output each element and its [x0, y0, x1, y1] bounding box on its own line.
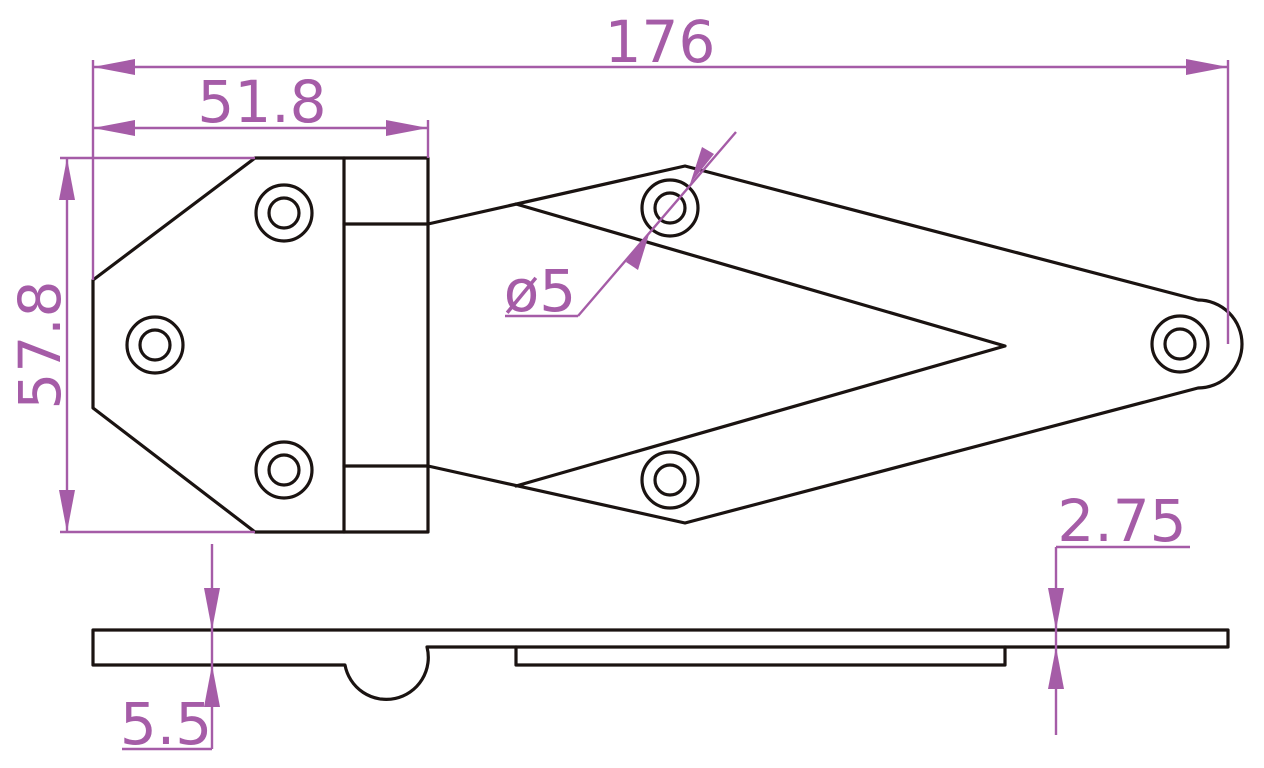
short-leaf-outline	[91, 156, 430, 534]
dim-label-overall-length: 176	[605, 8, 716, 76]
dimensions: 176 51.8 57.8 ø5	[6, 8, 1230, 758]
dimension-thickness-long-leaf: 2.75	[1048, 487, 1190, 735]
dimension-leaf-width: 51.8	[93, 68, 430, 158]
mounting-holes	[125, 178, 1210, 510]
dimension-hole-diameter: ø5	[504, 131, 737, 325]
hole	[125, 315, 185, 375]
dim-label-thickness-long-leaf: 2.75	[1057, 487, 1186, 555]
dim-label-height: 57.8	[6, 280, 74, 409]
dim-label-leaf-width: 51.8	[197, 68, 326, 136]
dim-label-thickness-short-leaf: 5.5	[120, 690, 212, 758]
dim-label-hole-diameter: ø5	[504, 257, 576, 325]
long-leaf-outline	[426, 164, 1244, 525]
top-view	[91, 156, 1244, 534]
dimension-overall-length: 176	[91, 8, 1230, 344]
side-view	[91, 628, 1230, 701]
long-leaf-inner-cutout	[514, 202, 1007, 488]
hole	[640, 178, 700, 238]
hole	[640, 450, 700, 510]
dimension-height: 57.8	[6, 156, 255, 534]
hole	[254, 183, 314, 243]
dimension-thickness-short-leaf: 5.5	[120, 544, 220, 758]
hole	[254, 440, 314, 500]
hole	[1150, 314, 1210, 374]
